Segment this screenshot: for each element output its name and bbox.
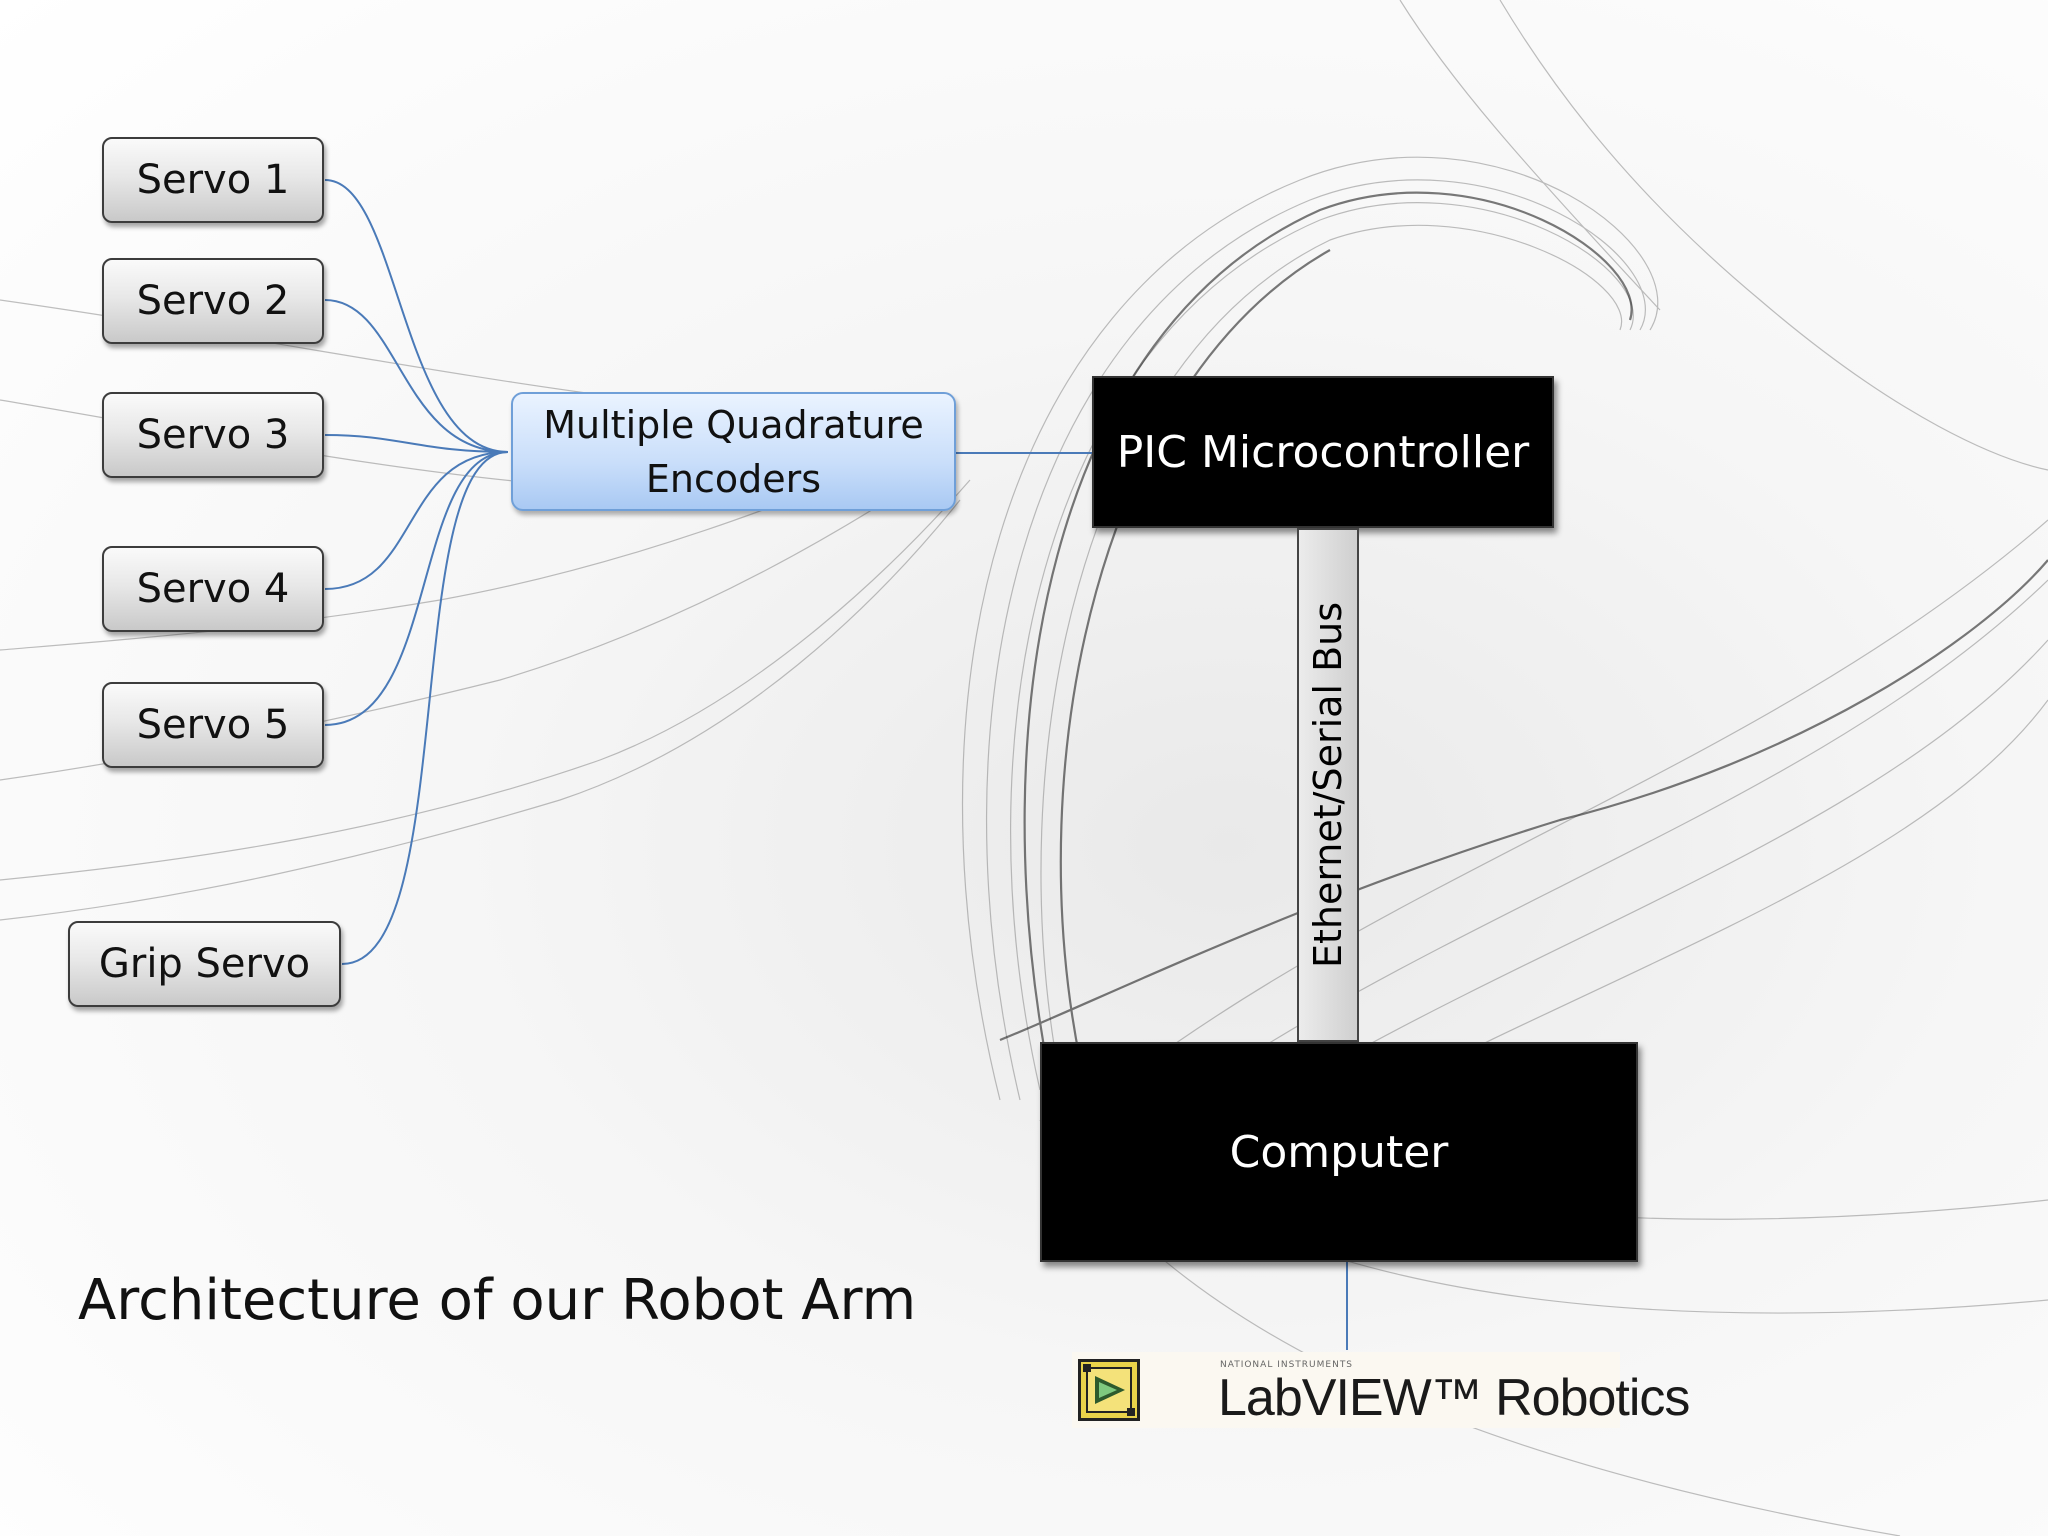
servo-2-label: Servo 2 (136, 278, 290, 324)
connector-servo-3 (324, 434, 509, 453)
servo-4-box: Servo 4 (102, 546, 324, 632)
encoder-label: Multiple Quadrature Encoders (543, 402, 924, 501)
ethernet-serial-bus: Ethernet/Serial Bus (1297, 528, 1359, 1042)
servo-2-box: Servo 2 (102, 258, 324, 344)
bus-label: Ethernet/Serial Bus (1306, 601, 1350, 969)
logo-small-text: NATIONAL INSTRUMENTS (1220, 1360, 1354, 1370)
connector-servo-1 (324, 179, 509, 453)
computer-box: Computer (1040, 1042, 1638, 1262)
servo-5-box: Servo 5 (102, 682, 324, 768)
connector-grip-servo (341, 451, 509, 965)
pic-microcontroller-label: PIC Microcontroller (1116, 426, 1530, 478)
servo-1-box: Servo 1 (102, 137, 324, 223)
grip-servo-label: Grip Servo (98, 941, 311, 987)
connector-servo-5 (324, 451, 509, 726)
servo-1-label: Servo 1 (136, 157, 290, 203)
connector-servo-4 (324, 451, 509, 590)
servo-5-label: Servo 5 (136, 702, 290, 748)
grip-servo-box: Grip Servo (68, 921, 341, 1007)
slide-title: Architecture of our Robot Arm (78, 1268, 917, 1333)
pic-microcontroller-box: PIC Microcontroller (1092, 376, 1554, 528)
computer-label: Computer (1229, 1126, 1449, 1178)
servo-3-box: Servo 3 (102, 392, 324, 478)
labview-icon (1078, 1359, 1140, 1421)
logo-main-text: LabVIEW™ Robotics (1218, 1369, 1690, 1427)
encoder-box: Multiple Quadrature Encoders (511, 392, 956, 511)
servo-3-label: Servo 3 (136, 412, 290, 458)
labview-robotics-logo: NATIONAL INSTRUMENTS LabVIEW™ Robotics (1072, 1352, 1690, 1428)
connector-servo-2 (324, 299, 509, 453)
servo-4-label: Servo 4 (136, 566, 290, 612)
